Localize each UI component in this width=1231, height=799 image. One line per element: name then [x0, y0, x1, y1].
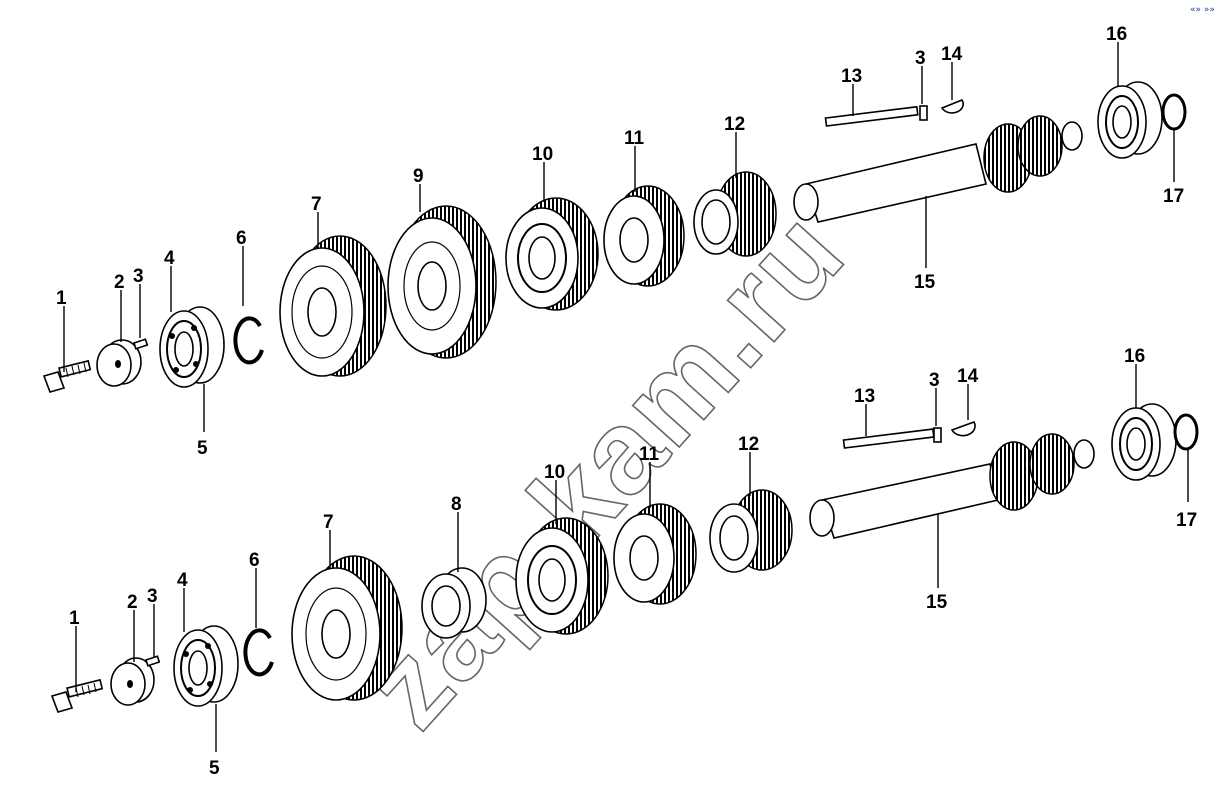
callout-label: 3	[147, 586, 158, 607]
circlip-part	[1173, 413, 1199, 451]
gear-part	[279, 235, 387, 377]
callout-label: 12	[738, 434, 759, 455]
callout-label: 11	[624, 128, 645, 149]
gear-part	[709, 489, 793, 573]
callout-label: 17	[1163, 186, 1184, 207]
callout-label: 12	[724, 114, 745, 135]
ball-bearing-part	[1097, 81, 1163, 159]
callout-label: 6	[236, 228, 247, 249]
callout-label: 9	[413, 166, 424, 187]
callout-label: 16	[1106, 24, 1127, 45]
callout-label: 4	[164, 248, 175, 269]
bolt-part	[50, 678, 104, 713]
gear-part	[505, 197, 599, 311]
corner-mark: «» »»	[1190, 5, 1215, 15]
callout-label: 10	[544, 462, 565, 483]
bolt-part	[42, 359, 92, 393]
ball-bearing-part	[159, 306, 225, 388]
callout-label: 3	[915, 48, 926, 69]
washer-part	[110, 657, 155, 706]
woodruff-key-part	[950, 421, 976, 437]
woodruff-key-part	[940, 99, 964, 114]
splined-shaft-part	[793, 115, 1083, 223]
callout-label: 6	[249, 550, 260, 571]
circlip-part	[1161, 93, 1187, 131]
rod-part	[842, 428, 935, 449]
callout-label: 5	[197, 438, 208, 459]
callout-label: 5	[209, 758, 220, 779]
pin-part	[933, 427, 942, 443]
callout-label: 2	[127, 592, 138, 613]
pin-part	[144, 655, 161, 667]
gear-part	[515, 517, 609, 635]
callout-label: 10	[532, 144, 553, 165]
rod-part	[824, 105, 919, 127]
upper-assembly	[42, 42, 1187, 432]
callout-label: 7	[311, 194, 322, 215]
callout-label: 16	[1124, 346, 1145, 367]
gear-part	[613, 503, 697, 605]
callout-label: 14	[957, 366, 979, 387]
ball-bearing-part	[1111, 403, 1177, 481]
callout-label: 3	[133, 266, 144, 287]
callout-label: 1	[56, 288, 67, 309]
splined-shaft-part	[809, 433, 1095, 539]
circlip-part	[243, 628, 274, 677]
callout-label: 7	[323, 512, 334, 533]
callout-label: 1	[69, 608, 80, 629]
leader-lines	[63, 42, 1175, 432]
gear-part	[603, 185, 685, 287]
callout-label: 17	[1176, 510, 1197, 531]
gear-part	[291, 555, 403, 701]
washer-part	[96, 339, 142, 387]
gear-part	[693, 171, 777, 257]
callouts-lower: 1 2 3 4 5 6 7 8 10 11 12 13 3 14 15 16 1…	[69, 346, 1197, 779]
pin-part	[919, 105, 928, 121]
spacer-part	[421, 567, 487, 639]
callout-label: 13	[854, 386, 875, 407]
callout-label: 3	[929, 370, 940, 391]
lower-assembly	[50, 364, 1199, 752]
callout-label: 15	[926, 592, 948, 613]
callout-label: 4	[177, 570, 188, 591]
callout-label: 2	[114, 272, 125, 293]
ball-bearing-part	[173, 625, 239, 707]
circlip-part	[233, 316, 264, 365]
gear-part	[387, 205, 497, 359]
callout-label: 13	[841, 66, 862, 87]
callout-label: 8	[451, 494, 462, 515]
pin-part	[132, 338, 149, 350]
leader-lines	[75, 364, 1189, 752]
callouts-upper: 1 2 3 4 5 6 7 9 10 11 12 13 3 14 15 16 1…	[56, 24, 1184, 459]
callout-label: 14	[941, 44, 963, 65]
callout-label: 15	[914, 272, 936, 293]
callout-label: 11	[639, 444, 660, 465]
